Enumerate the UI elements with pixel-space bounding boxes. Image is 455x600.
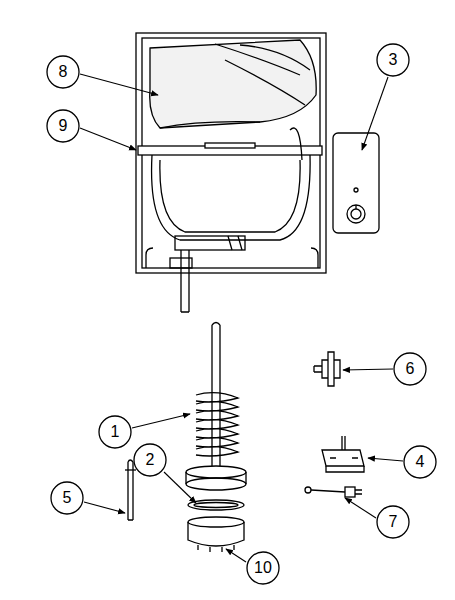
heating-element bbox=[186, 323, 246, 491]
element-nut bbox=[188, 517, 244, 552]
callout-number: 2 bbox=[146, 452, 155, 468]
callout-circle: 6 bbox=[393, 352, 427, 386]
sensor-probe bbox=[125, 460, 136, 520]
callout-circle: 10 bbox=[246, 551, 280, 585]
gasket bbox=[188, 500, 244, 510]
callout-circle: 4 bbox=[403, 445, 437, 479]
callout-circle: 5 bbox=[50, 481, 84, 515]
tee-fitting bbox=[314, 352, 340, 386]
callout-number: 6 bbox=[406, 361, 415, 377]
callout-circle: 7 bbox=[376, 505, 410, 539]
callout-number: 9 bbox=[59, 118, 68, 134]
callout-number: 3 bbox=[389, 52, 398, 68]
leader-lines bbox=[80, 74, 403, 562]
control-panel bbox=[333, 133, 379, 233]
callout-number: 4 bbox=[416, 454, 425, 470]
heater-housing bbox=[136, 33, 326, 312]
callout-circle: 3 bbox=[376, 43, 410, 77]
callout-number: 5 bbox=[63, 490, 72, 506]
callout-circle: 2 bbox=[133, 443, 167, 477]
callout-circle: 1 bbox=[98, 415, 132, 449]
callout-number: 8 bbox=[59, 64, 68, 80]
callout-number: 10 bbox=[254, 560, 272, 576]
callout-number: 7 bbox=[389, 514, 398, 530]
callout-circle: 9 bbox=[46, 109, 80, 143]
callout-number: 1 bbox=[111, 424, 120, 440]
thermostat bbox=[322, 436, 364, 472]
callout-circle: 8 bbox=[46, 55, 80, 89]
cable bbox=[305, 487, 362, 497]
